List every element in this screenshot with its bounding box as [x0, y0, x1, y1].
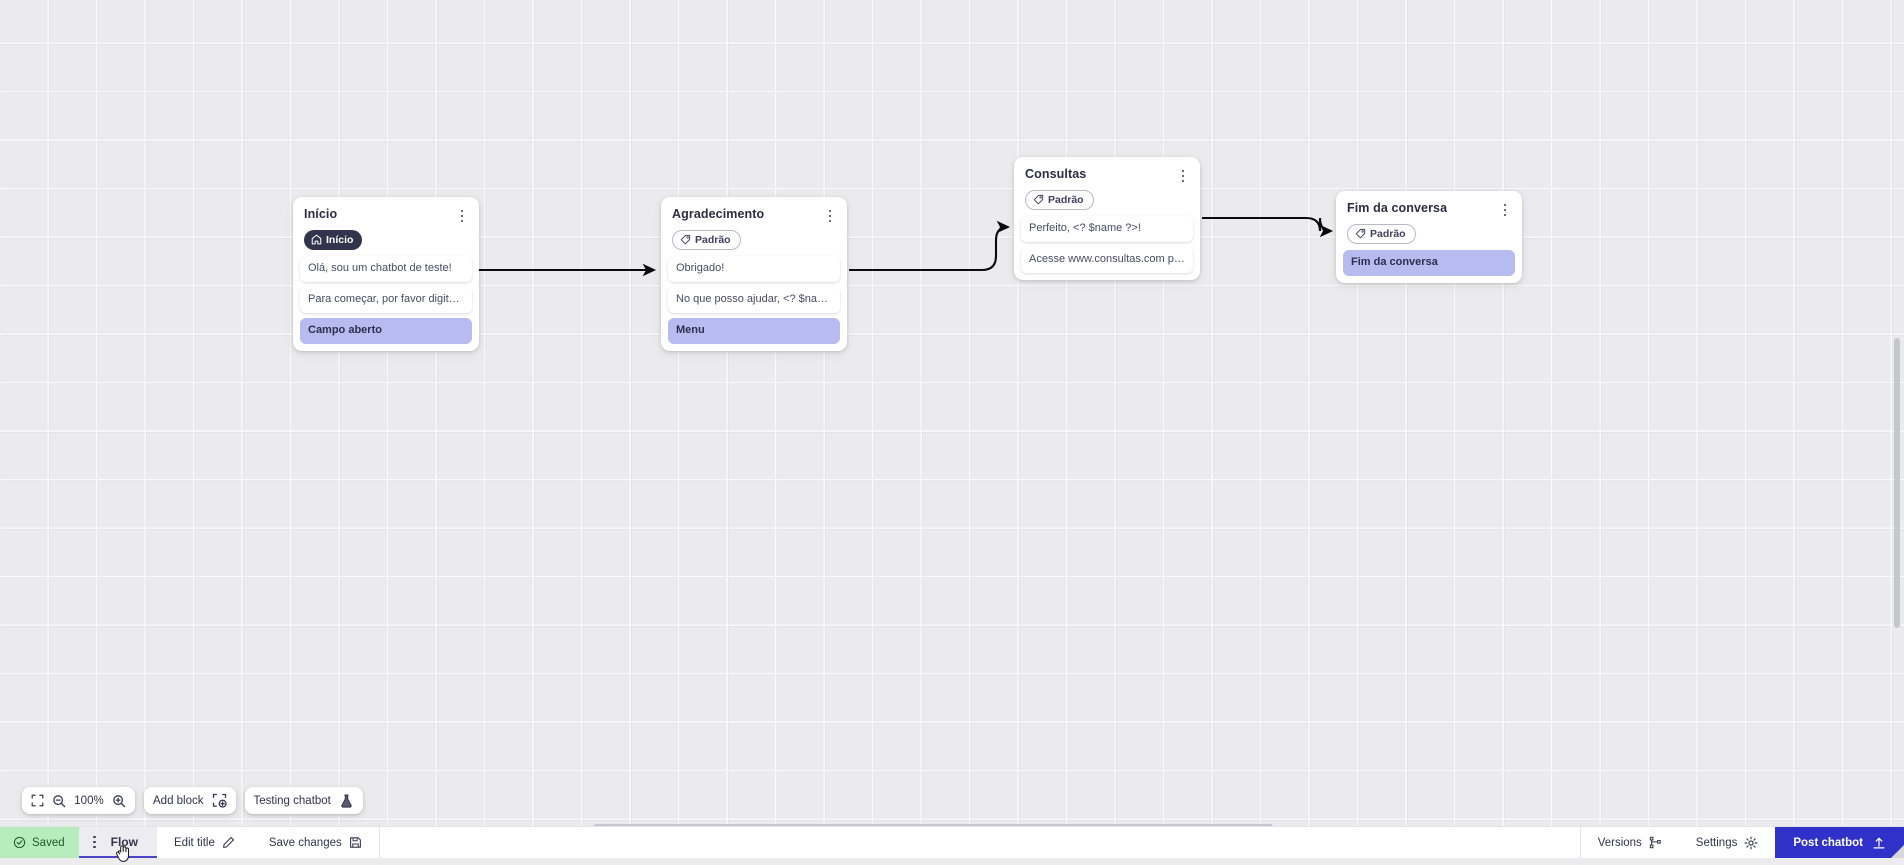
- floppy-icon: [349, 836, 362, 849]
- add-block-icon: [212, 793, 227, 808]
- tab-flow[interactable]: Flow: [79, 827, 157, 858]
- node-title: Início: [304, 207, 337, 222]
- vertical-scrollbar[interactable]: [1893, 0, 1902, 826]
- zoom-out-icon[interactable]: [52, 794, 66, 808]
- bottom-status-bar: Saved Flow Edit title Save changes: [0, 826, 1904, 858]
- bottom-bar-right: Versions Settings Post chatbot: [1580, 827, 1904, 858]
- badge-label: Padrão: [1048, 194, 1084, 206]
- node-badges: Início: [293, 224, 479, 256]
- node-fim-da-conversa[interactable]: Fim da conversa Padrão Fim da conversa: [1336, 191, 1522, 283]
- bottom-bar-divider: [379, 827, 380, 858]
- tag-icon: [1033, 194, 1044, 205]
- node-badges: Padrão: [1014, 184, 1200, 216]
- node-header: Agradecimento: [661, 197, 847, 224]
- node-row-accent[interactable]: Fim da conversa: [1343, 250, 1515, 276]
- badge-padrao[interactable]: Padrão: [672, 230, 741, 250]
- upload-icon: [1872, 836, 1886, 850]
- testing-chatbot-label: Testing chatbot: [254, 795, 331, 807]
- badge-padrao[interactable]: Padrão: [1025, 190, 1094, 210]
- badge-padrao[interactable]: Padrão: [1347, 224, 1416, 244]
- tag-icon: [680, 234, 691, 245]
- add-block-button[interactable]: Add block: [144, 787, 236, 814]
- check-circle-icon: [13, 836, 26, 849]
- node-header: Início: [293, 197, 479, 224]
- edge-layer: [0, 0, 1904, 826]
- node-row[interactable]: No que posso ajudar, <? $name ...: [668, 287, 840, 313]
- tag-icon: [1355, 228, 1366, 239]
- corner-fold-decoration: [1891, 845, 1904, 858]
- node-row-accent[interactable]: Campo aberto: [300, 318, 472, 344]
- node-menu-button[interactable]: [455, 208, 469, 224]
- node-rows: Olá, sou um chatbot de teste! Para começ…: [293, 256, 479, 344]
- branch-icon: [1649, 836, 1662, 849]
- node-row[interactable]: Acesse www.consultas.com par...: [1021, 247, 1193, 273]
- edit-title-button[interactable]: Edit title: [157, 827, 252, 858]
- save-changes-button[interactable]: Save changes: [252, 827, 379, 858]
- node-row-accent[interactable]: Menu: [668, 318, 840, 344]
- fit-screen-icon[interactable]: [31, 794, 44, 807]
- flask-icon: [339, 793, 354, 809]
- canvas-toolbar: 100% Add block Testing chatbot: [22, 787, 363, 814]
- node-agradecimento[interactable]: Agradecimento Padrão Obrigado! No que po…: [661, 197, 847, 351]
- testing-chatbot-button[interactable]: Testing chatbot: [245, 787, 363, 814]
- bottom-bar-left: Saved Flow Edit title Save changes: [0, 827, 380, 858]
- zoom-controls[interactable]: 100%: [22, 787, 135, 814]
- node-header: Consultas: [1014, 157, 1200, 184]
- node-title: Agradecimento: [672, 207, 764, 222]
- zoom-level: 100%: [74, 795, 104, 807]
- flow-canvas[interactable]: Início Início Olá, sou um chatbot de tes…: [0, 0, 1904, 826]
- node-badges: Padrão: [1336, 218, 1522, 250]
- edge-agradecimento-to-consultas: [849, 227, 1008, 270]
- settings-label: Settings: [1696, 837, 1738, 849]
- post-chatbot-label: Post chatbot: [1793, 837, 1863, 849]
- node-row[interactable]: Perfeito, <? $name ?>!: [1021, 216, 1193, 242]
- node-rows: Obrigado! No que posso ajudar, <? $name …: [661, 256, 847, 344]
- versions-label: Versions: [1598, 837, 1642, 849]
- settings-button[interactable]: Settings: [1679, 827, 1776, 858]
- node-menu-button[interactable]: [1176, 168, 1190, 184]
- node-title: Fim da conversa: [1347, 201, 1447, 216]
- node-inicio[interactable]: Início Início Olá, sou um chatbot de tes…: [293, 197, 479, 351]
- vertical-scrollbar-thumb[interactable]: [1894, 338, 1900, 628]
- post-chatbot-button[interactable]: Post chatbot: [1775, 827, 1904, 858]
- node-header: Fim da conversa: [1336, 191, 1522, 218]
- saved-status-badge: Saved: [0, 827, 79, 858]
- flow-tab-menu-icon[interactable]: [88, 834, 102, 850]
- node-row[interactable]: Obrigado!: [668, 256, 840, 282]
- node-consultas[interactable]: Consultas Padrão Perfeito, <? $name ?>! …: [1014, 157, 1200, 280]
- add-block-label: Add block: [153, 795, 204, 807]
- home-icon: [311, 234, 322, 245]
- badge-label: Início: [326, 234, 353, 246]
- versions-button[interactable]: Versions: [1581, 827, 1679, 858]
- node-menu-button[interactable]: [823, 208, 837, 224]
- saved-label: Saved: [32, 837, 65, 849]
- node-row[interactable]: Olá, sou um chatbot de teste!: [300, 256, 472, 282]
- node-menu-button[interactable]: [1498, 202, 1512, 218]
- pencil-icon: [222, 836, 235, 849]
- badge-label: Padrão: [1370, 228, 1406, 240]
- edit-title-label: Edit title: [174, 837, 215, 849]
- node-badges: Padrão: [661, 224, 847, 256]
- gear-icon: [1744, 836, 1758, 850]
- save-changes-label: Save changes: [269, 837, 342, 849]
- node-rows: Fim da conversa: [1336, 250, 1522, 276]
- node-row[interactable]: Para começar, por favor digite o ...: [300, 287, 472, 313]
- node-rows: Perfeito, <? $name ?>! Acesse www.consul…: [1014, 216, 1200, 273]
- zoom-in-icon[interactable]: [112, 794, 126, 808]
- tab-flow-label: Flow: [111, 835, 138, 849]
- badge-inicio[interactable]: Início: [304, 230, 362, 250]
- badge-label: Padrão: [695, 234, 731, 246]
- edge-consultas-to-fim: [1202, 218, 1331, 231]
- node-title: Consultas: [1025, 167, 1086, 182]
